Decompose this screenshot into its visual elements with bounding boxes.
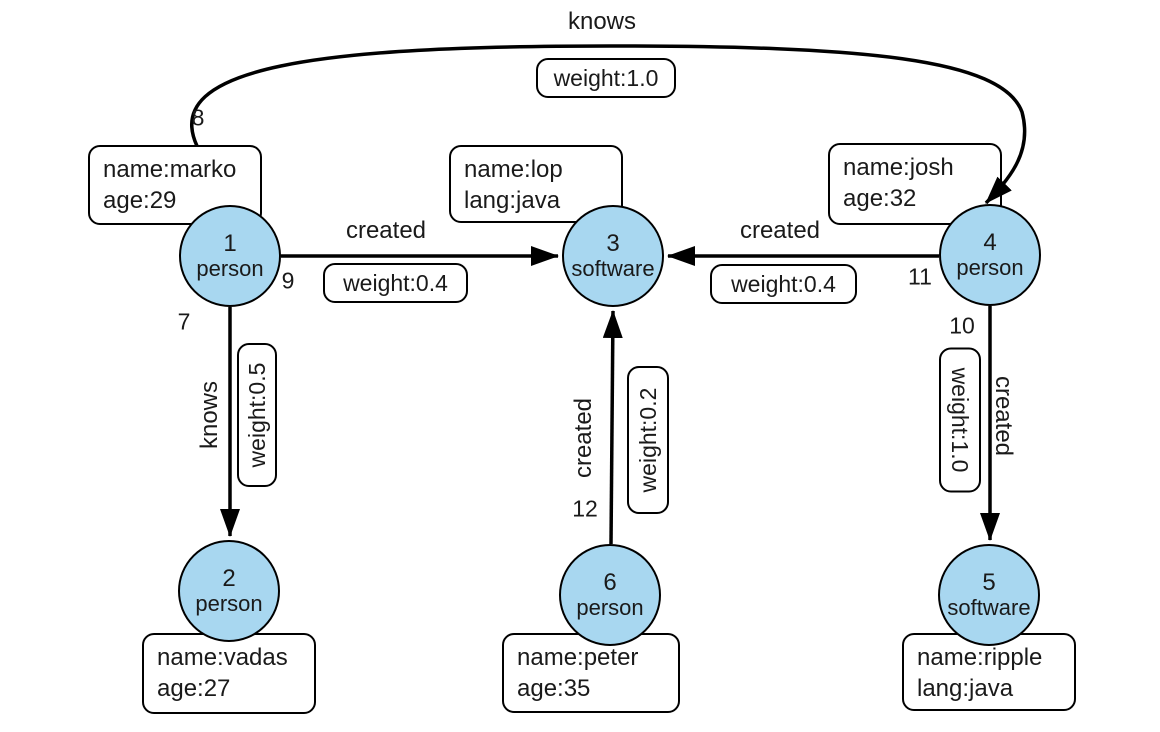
vertex-id: 5 (982, 569, 996, 596)
edge-label-created-rightcol: created (990, 375, 1017, 457)
vertex-1-marko: 1 person (179, 205, 281, 307)
edge-label-knows-top: knows (567, 8, 637, 35)
vertex-id: 2 (222, 565, 236, 592)
vertex-id: 1 (223, 230, 237, 257)
edge-id-11: 11 (908, 263, 932, 290)
vertex-label: person (576, 595, 644, 620)
vertex-4-josh: 4 person (939, 204, 1041, 306)
weight-box-knows-vertical: weight:0.5 (237, 343, 277, 487)
properties-box-ripple: name:ripple lang:java (902, 633, 1076, 711)
properties-box-vadas: name:vadas age:27 (142, 633, 316, 714)
vertex-id: 3 (606, 230, 620, 257)
vertex-2-vadas: 2 person (178, 540, 280, 642)
property-name: name:vadas (157, 644, 288, 671)
vertex-id: 4 (983, 229, 997, 256)
edge-id-9: 9 (281, 267, 295, 294)
vertex-label: software (571, 256, 655, 281)
property-name: name:ripple (917, 644, 1043, 671)
property-lang: lang:java (464, 187, 561, 214)
edge-created-peter-lop (602, 310, 623, 545)
edge-label-knows-vertical: knows (196, 380, 223, 450)
property-age: age:27 (157, 675, 231, 702)
weight-box-created-rightcol: weight:1.0 (939, 347, 981, 493)
edge-id-7: 7 (177, 308, 191, 335)
edge-id-10: 10 (949, 312, 975, 339)
vertex-3-lop: 3 software (562, 205, 664, 307)
property-lang: lang:java (917, 675, 1014, 702)
edge-id-8: 8 (191, 104, 205, 131)
vertex-label: person (195, 591, 263, 616)
property-name: name:peter (517, 644, 639, 671)
property-age: age:29 (103, 187, 177, 214)
edge-id-12: 12 (572, 495, 598, 522)
vertex-label: person (956, 255, 1024, 280)
vertex-label: person (196, 256, 264, 281)
weight-box-knows-top: weight:1.0 (536, 58, 676, 98)
property-name: name:josh (843, 154, 954, 181)
edge-knows-marko-josh (190, 44, 1027, 205)
edge-label-created-left: created (345, 217, 427, 244)
vertex-5-ripple: 5 software (938, 544, 1040, 646)
weight-box-created-right: weight:0.4 (710, 264, 857, 304)
properties-box-lop: name:lop lang:java (449, 145, 623, 223)
vertex-6-peter: 6 person (559, 544, 661, 646)
edge-label-created-right: created (739, 217, 821, 244)
property-name: name:lop (464, 156, 563, 183)
property-age: age:35 (517, 675, 591, 702)
vertex-id: 6 (603, 569, 617, 596)
weight-box-created-middle: weight:0.2 (627, 366, 669, 514)
vertex-label: software (947, 595, 1031, 620)
property-name: name:marko (103, 156, 237, 183)
weight-box-created-left: weight:0.4 (323, 263, 468, 303)
edge-label-created-middle: created (570, 397, 597, 479)
property-age: age:32 (843, 185, 917, 212)
